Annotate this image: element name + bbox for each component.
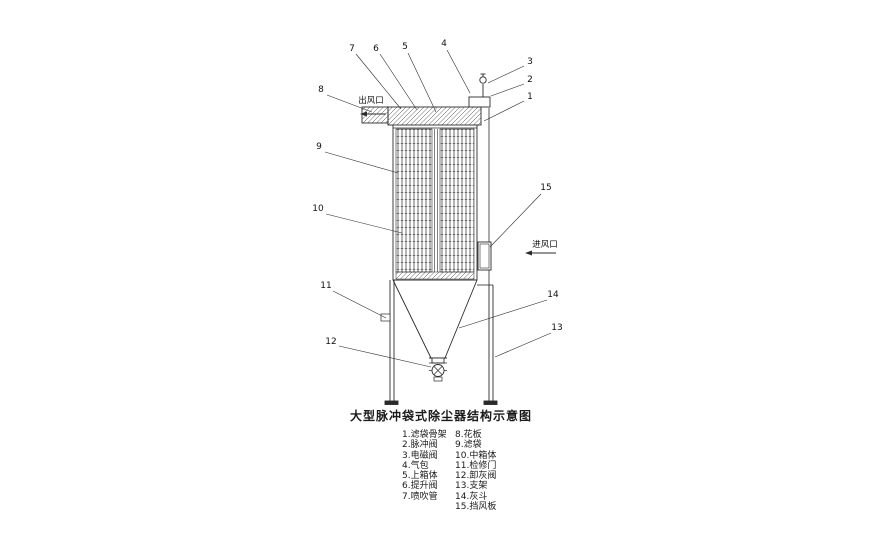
legend-item: 3.电磁阀 [402, 450, 438, 461]
pulse-valve-assembly [468, 73, 491, 108]
callout-2: 2 [527, 75, 533, 85]
legend-left-column: 1.滤袋骨架 2.脉冲阀 3.电磁阀 4.气包 5.上箱体 6.提升阀 7.喷吹… [402, 430, 447, 502]
legend-item: 5.上箱体 [402, 471, 438, 482]
callout-14: 14 [547, 290, 559, 300]
leader-lines [324, 49, 552, 368]
callout-3: 3 [527, 57, 533, 67]
legend-item: 9.滤袋 [455, 440, 482, 451]
inlet-opening [477, 241, 492, 271]
callout-13: 13 [551, 323, 562, 333]
legend-item: 1.滤袋骨架 [402, 430, 447, 440]
callout-9: 9 [316, 142, 322, 152]
callout-10: 10 [312, 204, 324, 214]
legend-item: 11.检修门 [455, 460, 497, 471]
legend-item: 10.中箱体 [455, 450, 497, 461]
legend-item: 15.挡风板 [455, 502, 497, 513]
legend-item: 12.卸灰阀 [455, 471, 497, 482]
inlet-arrow-icon [525, 250, 532, 256]
callout-4: 4 [441, 39, 447, 49]
flow-arrows [360, 111, 556, 256]
outlet-arrow-icon [360, 111, 367, 117]
callout-5: 5 [402, 42, 408, 52]
outlet-duct [361, 106, 389, 124]
ash-hopper [392, 279, 478, 364]
diagram-title: 大型脉冲袋式除尘器结构示意图 [349, 409, 532, 423]
discharge-valve [429, 362, 447, 382]
legend-item: 2.脉冲阀 [402, 440, 438, 451]
legend-item: 14.灰斗 [455, 491, 488, 502]
callout-12: 12 [325, 337, 336, 347]
legend-item: 6.提升阀 [402, 481, 438, 492]
callout-8: 8 [318, 85, 324, 95]
legend-item: 4.气包 [402, 460, 429, 471]
callout-7: 7 [349, 44, 355, 54]
legend-item: 7.喷吹管 [402, 491, 438, 502]
callout-6: 6 [373, 44, 379, 54]
legend-item: 13.支架 [455, 481, 488, 492]
outlet-label: 出风口 [358, 95, 384, 106]
legend-right-column: 8.花板 9.滤袋 10.中箱体 11.检修门 12.卸灰阀 13.支架 14.… [455, 430, 496, 512]
clean-gas-plenum [387, 106, 482, 129]
support-legs [380, 280, 498, 405]
inlet-label: 进风口 [532, 240, 558, 250]
callout-11: 11 [320, 281, 331, 291]
callout-1: 1 [527, 92, 533, 102]
legend-item: 8.花板 [455, 430, 482, 440]
callout-15: 15 [540, 183, 551, 193]
filter-bags [395, 128, 475, 280]
